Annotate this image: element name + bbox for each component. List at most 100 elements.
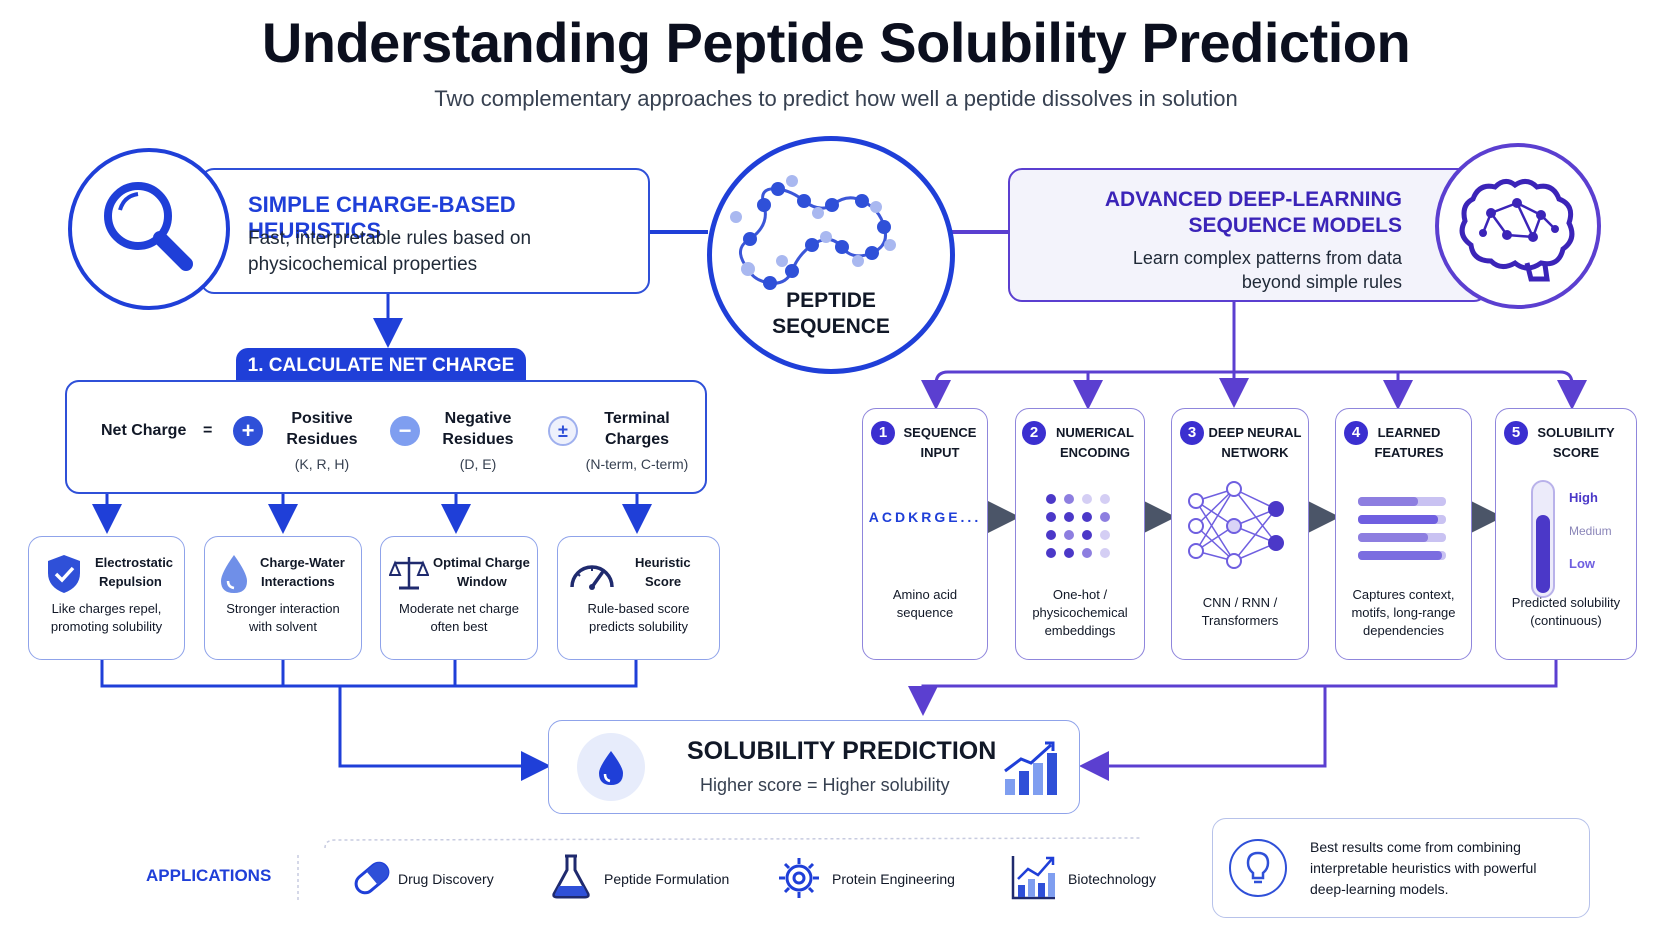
- tip-line-3: deep-learning models.: [1310, 881, 1449, 897]
- gear-icon: [779, 858, 819, 898]
- dl-step-solubility-score: 5 SOLUBILITY SCORE High Medium Low Predi…: [1495, 408, 1637, 660]
- app-drug-discovery: Drug Discovery: [398, 871, 494, 887]
- step3-desc-2: Transformers: [1201, 613, 1279, 628]
- app-biotechnology: Biotechnology: [1068, 871, 1156, 887]
- step-badge-5: 5: [1504, 421, 1528, 445]
- brain-badge: [1435, 143, 1601, 309]
- prediction-subtitle: Higher score = Higher solubility: [700, 775, 950, 795]
- charge-window-title-2: Window: [457, 574, 507, 589]
- peptide-label-1: PEPTIDE: [786, 289, 876, 312]
- magnifier-badge: [68, 148, 230, 310]
- net-charge-lhs: Net Charge: [101, 422, 187, 439]
- tip-line-1: Best results come from combining: [1310, 839, 1521, 855]
- net-charge-tab-label: 1. CALCULATE NET CHARGE: [247, 355, 515, 376]
- terminal-label-1: Terminal: [604, 410, 670, 427]
- rising-bars-icon: [1004, 741, 1057, 795]
- brain-network-icon: [1459, 179, 1575, 282]
- tip-line-2: interpretable heuristics with powerful: [1310, 860, 1537, 876]
- tip-badge: [1229, 839, 1287, 897]
- applications-label: APPLICATIONS: [146, 866, 272, 885]
- step1-title-2: INPUT: [920, 445, 960, 460]
- dl-desc-2: beyond simple rules: [1241, 272, 1402, 292]
- score-desc-1: Rule-based score: [587, 601, 690, 616]
- lightbulb-icon: [1246, 851, 1270, 884]
- page-subtitle: Two complementary approaches to predict …: [434, 86, 1238, 111]
- heuristic-card-score: Heuristic Score Rule-based score predict…: [557, 536, 720, 660]
- charge-water-desc-1: Stronger interaction: [226, 601, 340, 616]
- step1-desc-2: sequence: [896, 605, 954, 620]
- peptide-label-2: SEQUENCE: [772, 315, 890, 338]
- flask-icon: [552, 854, 590, 899]
- prediction-title: SOLUBILITY PREDICTION: [687, 737, 997, 765]
- positive-label-1: Positive: [291, 410, 353, 427]
- solubility-prediction-box: SOLUBILITY PREDICTION Higher score = Hig…: [548, 720, 1080, 814]
- plus-minus-icon: ±: [548, 416, 578, 446]
- step-badge-4: 4: [1344, 421, 1368, 445]
- charge-water-title-2: Interactions: [261, 574, 335, 589]
- step2-title-1: NUMERICAL: [1056, 425, 1134, 440]
- step4-title-2: FEATURES: [1374, 445, 1444, 460]
- dl-step-learned-features: 4 LEARNED FEATURES Captures context, mot…: [1335, 408, 1472, 660]
- sequence-text: ACDKRGE...: [868, 509, 982, 525]
- repulsion-desc-1: Like charges repel,: [51, 601, 162, 616]
- step3-title-1: DEEP NEURAL: [1208, 425, 1302, 440]
- step3-desc-1: CNN / RNN /: [1202, 595, 1278, 610]
- neural-network-icon: [1188, 481, 1284, 569]
- step-badge-3: 3: [1180, 421, 1204, 445]
- growth-chart-icon: [1011, 856, 1055, 900]
- step2-desc-2: physicochemical: [1032, 605, 1128, 620]
- step5-title-1: SOLUBILITY: [1537, 425, 1615, 440]
- level-medium: Medium: [1569, 524, 1612, 538]
- level-low: Low: [1569, 556, 1595, 571]
- heuristics-title: SIMPLE CHARGE-BASED HEURISTICS: [248, 192, 516, 243]
- dl-step-neural-network: 3 DEEP NEURAL NETWORK CNN / RNN / Transf…: [1171, 408, 1309, 660]
- step4-title-1: LEARNED: [1377, 425, 1441, 440]
- app-protein-engineering: Protein Engineering: [832, 871, 955, 887]
- step4-desc-2: motifs, long-range: [1351, 605, 1456, 620]
- heuristic-card-repulsion: Electrostatic Repulsion Like charges rep…: [28, 536, 185, 660]
- net-charge-tab: 1. CALCULATE NET CHARGE: [236, 348, 526, 384]
- terminal-detail: (N-term, C-term): [585, 456, 689, 472]
- plus-icon: +: [233, 416, 263, 446]
- tip-box: Best results come from combining interpr…: [1212, 818, 1590, 918]
- heuristics-desc-2: physicochemical properties: [248, 254, 478, 275]
- step5-title-2: SCORE: [1552, 445, 1600, 460]
- heuristic-card-charge-water: Charge-Water Interactions Stronger inter…: [204, 536, 362, 660]
- positive-detail: (K, R, H): [294, 456, 350, 472]
- drop-icon: [599, 751, 623, 785]
- step5-desc-2: (continuous): [1530, 613, 1602, 628]
- negative-label-2: Residues: [442, 431, 514, 448]
- page-title: Understanding Peptide Solubility Predict…: [261, 11, 1411, 74]
- repulsion-desc-2: promoting solubility: [50, 619, 163, 634]
- dl-desc-1: Learn complex patterns from data: [1132, 248, 1402, 268]
- step1-desc-1: Amino acid: [892, 587, 958, 602]
- positive-label-2: Residues: [286, 431, 358, 448]
- water-drop-icon: [221, 555, 247, 593]
- step4-desc-1: Captures context,: [1352, 587, 1455, 602]
- repulsion-title-1: Electrostatic: [95, 555, 174, 570]
- step3-title-2: NETWORK: [1221, 445, 1289, 460]
- peptide-chain-icon: [730, 175, 896, 290]
- score-desc-2: predicts solubility: [589, 619, 688, 634]
- charge-window-desc-1: Moderate net charge: [399, 601, 519, 616]
- dl-step-numerical-encoding: 2 NUMERICAL ENCODING One-hot / physicoch…: [1015, 408, 1145, 660]
- heuristics-panel: SIMPLE CHARGE-BASED HEURISTICS Fast, int…: [200, 168, 650, 294]
- shield-check-icon: [48, 555, 80, 593]
- step1-title-1: SEQUENCE: [903, 425, 977, 440]
- score-title-2: Score: [645, 574, 682, 589]
- dl-title-1: ADVANCED DEEP-LEARNING: [1104, 188, 1402, 211]
- minus-icon: −: [390, 416, 420, 446]
- thermometer-gauge-icon: [1531, 480, 1555, 598]
- terminal-label-2: Charges: [604, 431, 670, 448]
- dl-step-sequence-input: 1 SEQUENCE INPUT ACDKRGE... Amino acid s…: [862, 408, 988, 660]
- prediction-drop-badge: [577, 733, 645, 801]
- negative-label-1: Negative: [444, 410, 512, 427]
- heuristics-desc-1: Fast, interpretable rules based on: [248, 228, 532, 249]
- capsule-icon: [354, 861, 390, 895]
- heuristic-card-charge-window: Optimal Charge Window Moderate net charg…: [380, 536, 538, 660]
- level-high: High: [1569, 490, 1598, 505]
- charge-water-title-1: Charge-Water: [260, 555, 345, 570]
- app-peptide-formulation: Peptide Formulation: [604, 871, 730, 887]
- step2-desc-3: embeddings: [1044, 623, 1116, 638]
- repulsion-title-2: Repulsion: [99, 574, 162, 589]
